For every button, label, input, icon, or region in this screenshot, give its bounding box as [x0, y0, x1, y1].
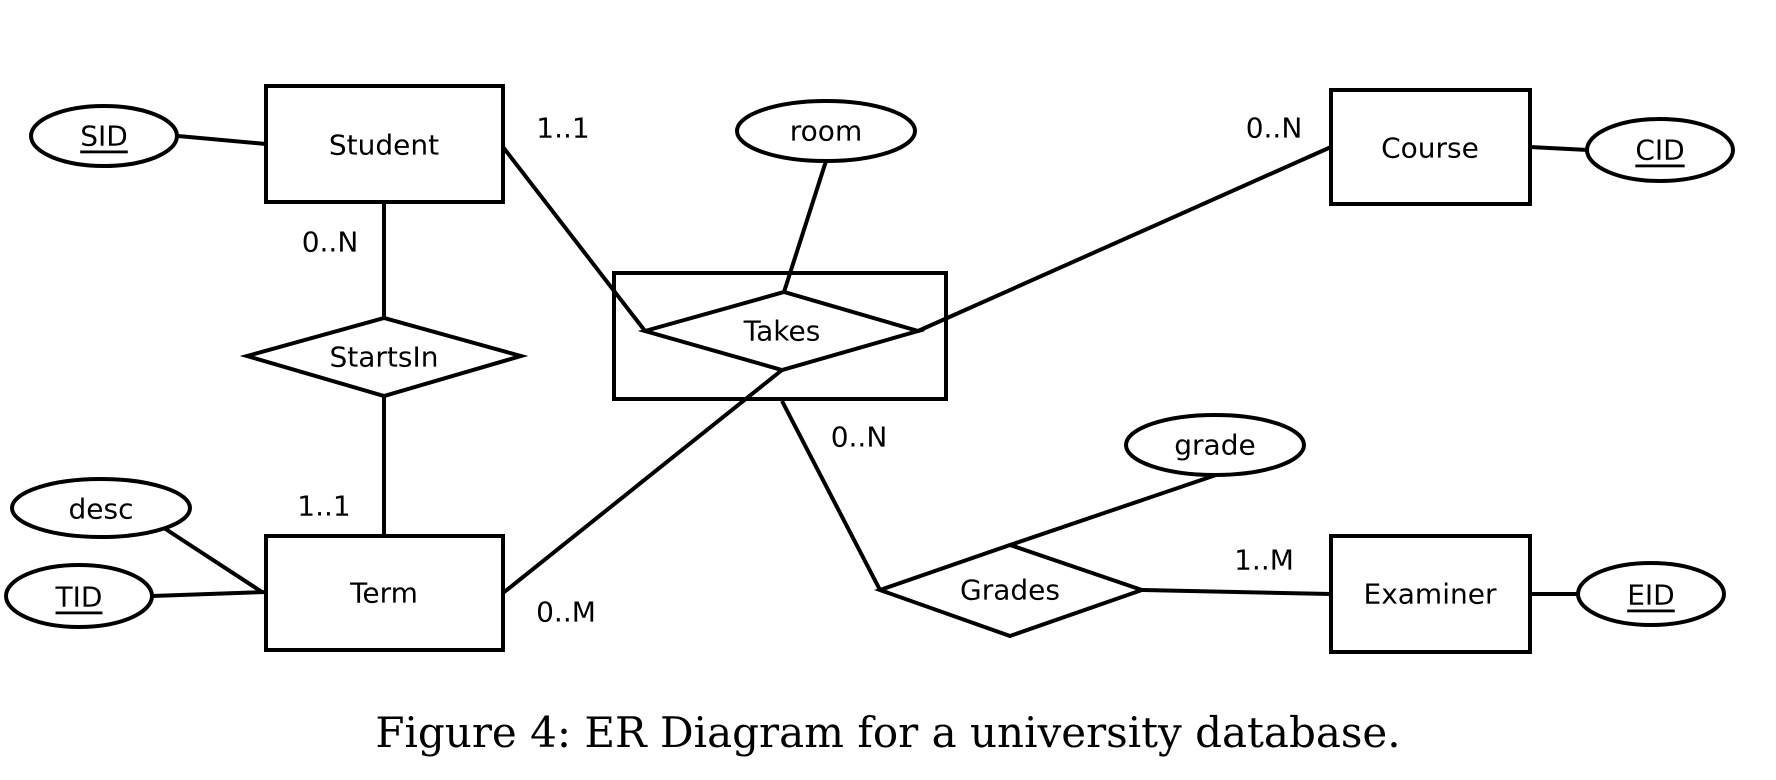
- edge-desc-term: [162, 526, 264, 594]
- attribute-eid: EID: [1576, 561, 1726, 627]
- entity-course-box: [1329, 88, 1532, 206]
- relationship-startsin-diamond: [239, 315, 529, 399]
- entity-examiner-box: [1329, 534, 1532, 654]
- attribute-desc-label: desc: [69, 493, 134, 526]
- attribute-room-ellipse: [735, 99, 917, 163]
- edges: [151, 134, 1589, 598]
- entity-course: Course: [1329, 88, 1532, 206]
- edge-takes-course: [917, 145, 1332, 333]
- edge-takes-grades: [780, 400, 882, 591]
- er-diagram: Student Term Course Examiner StartsIn Ta…: [4, 84, 1735, 654]
- entity-student-label: Student: [329, 129, 439, 162]
- attribute-cid: CID: [1585, 117, 1735, 183]
- attribute-grade-label: grade: [1174, 429, 1255, 462]
- relationship-takes: Takes: [637, 289, 926, 373]
- attribute-eid-label: EID: [1627, 579, 1675, 612]
- entity-examiner: Examiner: [1329, 534, 1532, 654]
- card-term-takes: 0..M: [536, 596, 596, 629]
- card-student-takes: 1..1: [536, 112, 589, 145]
- relationship-takes-diamond: [637, 289, 926, 373]
- attribute-sid: SID: [29, 104, 179, 168]
- attribute-desc: desc: [10, 477, 192, 539]
- edge-sid-student: [177, 134, 267, 146]
- edge-student-takes: [501, 145, 647, 333]
- entity-course-label: Course: [1381, 132, 1479, 165]
- relationship-grades: Grades: [873, 542, 1149, 639]
- card-course-takes: 0..N: [1246, 112, 1303, 145]
- edge-room-takes: [782, 160, 828, 293]
- edge-course-cid: [1529, 145, 1589, 152]
- relationship-grades-label: Grades: [960, 574, 1060, 607]
- edge-takes-term: [501, 368, 784, 595]
- cardinalities: 1..1 0..N 0..N 1..1 0..M 0..N 1..M: [297, 112, 1302, 629]
- attribute-eid-ellipse: [1576, 561, 1726, 627]
- entity-examiner-label: Examiner: [1364, 578, 1497, 611]
- attribute-desc-ellipse: [10, 477, 192, 539]
- attribute-room: room: [735, 99, 917, 163]
- entity-student-box: [264, 84, 505, 204]
- card-term-startsin: 1..1: [297, 490, 350, 523]
- attribute-grade: grade: [1124, 413, 1306, 477]
- attribute-tid: TID: [4, 563, 154, 629]
- entity-student: Student: [264, 84, 505, 204]
- aggregation-box: [612, 271, 948, 401]
- attribute-room-label: room: [790, 115, 862, 148]
- figure-caption: Figure 4: ER Diagram for a university da…: [375, 708, 1401, 757]
- entity-term-label: Term: [349, 577, 418, 610]
- relationship-startsin-label: StartsIn: [330, 341, 439, 374]
- attribute-tid-label: TID: [55, 581, 103, 614]
- relationship-takes-label: Takes: [743, 315, 821, 348]
- attribute-sid-label: SID: [80, 120, 128, 153]
- edge-grade-grades: [1009, 473, 1217, 547]
- attribute-cid-label: CID: [1635, 134, 1684, 167]
- attribute-cid-ellipse: [1585, 117, 1735, 183]
- relationship-grades-diamond: [873, 542, 1149, 639]
- relationship-startsin: StartsIn: [239, 315, 529, 399]
- card-takes-grades: 0..N: [831, 421, 888, 454]
- attribute-tid-ellipse: [4, 563, 154, 629]
- edge-tid-term: [151, 590, 267, 598]
- attribute-sid-ellipse: [29, 104, 179, 168]
- attribute-grade-ellipse: [1124, 413, 1306, 477]
- edge-grades-examiner: [1141, 588, 1332, 596]
- entity-term-box: [264, 534, 505, 652]
- card-student-startsin: 0..N: [302, 226, 359, 259]
- entity-term: Term: [264, 534, 505, 652]
- card-examiner-grades: 1..M: [1234, 544, 1294, 577]
